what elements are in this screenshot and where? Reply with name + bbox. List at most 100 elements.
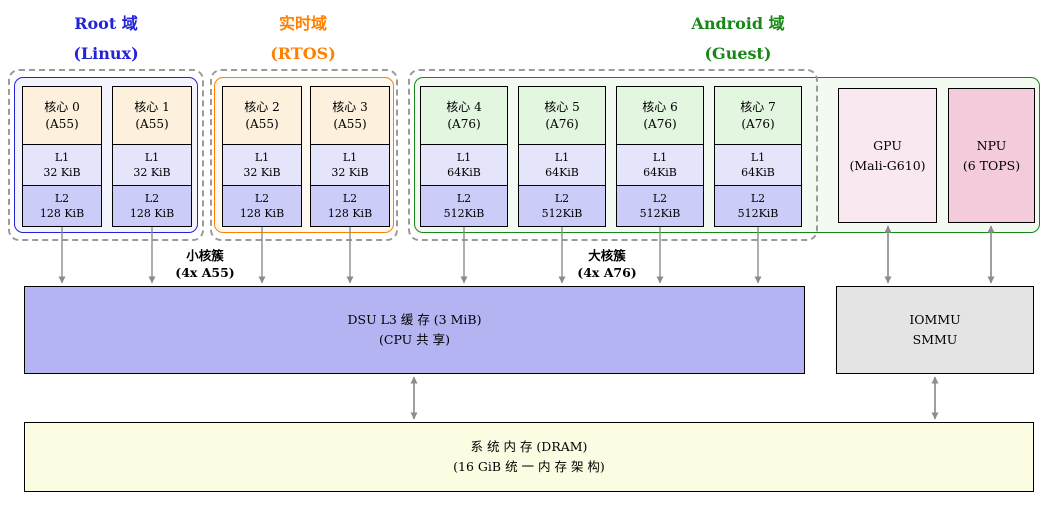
core-0-l2-box: L2 128 KiB — [22, 185, 102, 227]
core-4-l1-size: 64KiB — [447, 166, 481, 179]
core-0-l2-size: 128 KiB — [39, 207, 85, 220]
core-3-l2-size: 128 KiB — [327, 207, 373, 220]
core-1-box: 核心 1 (A55) — [112, 86, 192, 145]
core-6-column: 核心 6 (A76) L1 64KiB L2 512KiB — [616, 86, 704, 227]
gpu-box: GPU (Mali-G610) — [838, 88, 937, 223]
core-7-arch: (A76) — [741, 116, 775, 131]
core-6-label: 核心 6 — [642, 99, 678, 114]
rtos-domain-title: 实时域 (RTOS) — [218, 9, 388, 69]
core-5-label: 核心 5 — [544, 99, 580, 114]
rtos-domain-dashed-boundary — [210, 69, 398, 241]
core-6-l1-box: L1 64KiB — [616, 144, 704, 186]
core-1-l2-size: 128 KiB — [129, 207, 175, 220]
core-0-l1-label: L1 — [54, 151, 70, 164]
core-3-arch: (A55) — [333, 116, 367, 131]
npu-box: NPU (6 TOPS) — [948, 88, 1035, 223]
core-3-l1-label: L1 — [342, 151, 358, 164]
core-5-box: 核心 5 (A76) — [518, 86, 606, 145]
core-1-l2-box: L2 128 KiB — [112, 185, 192, 227]
core-2-label: 核心 2 — [244, 99, 280, 114]
core-1-arch: (A55) — [135, 116, 169, 131]
core-5-l2-label: L2 — [554, 192, 570, 205]
core-0-l1-size: 32 KiB — [43, 166, 81, 179]
core-2-box: 核心 2 (A55) — [222, 86, 302, 145]
core-4-l1-label: L1 — [456, 151, 472, 164]
core-5-column: 核心 5 (A76) L1 64KiB L2 512KiB — [518, 86, 606, 227]
core-4-l2-box: L2 512KiB — [420, 185, 508, 227]
little-cluster-label-line2: (4x A55) — [175, 265, 235, 280]
rtos-domain-title-line1: 实时域 — [278, 14, 327, 33]
core-7-l1-label: L1 — [750, 151, 766, 164]
core-6-l2-box: L2 512KiB — [616, 185, 704, 227]
l3-cache-box: DSU L3 缓 存 (3 MiB) (CPU 共 享) — [24, 286, 805, 374]
iommu-label: IOMMU — [909, 312, 961, 327]
core-4-arch: (A76) — [447, 116, 481, 131]
core-2-arch: (A55) — [245, 116, 279, 131]
core-1-l1-label: L1 — [144, 151, 160, 164]
core-6-l1-label: L1 — [652, 151, 668, 164]
dram-label: 系 统 内 存 (DRAM) — [470, 439, 588, 454]
core-5-l2-box: L2 512KiB — [518, 185, 606, 227]
core-3-l1-box: L1 32 KiB — [310, 144, 390, 186]
core-2-l1-size: 32 KiB — [243, 166, 281, 179]
core-0-column: 核心 0 (A55) L1 32 KiB L2 128 KiB — [22, 86, 102, 227]
root-domain-title-line1: Root 域 — [74, 14, 138, 33]
iommu-box: IOMMU SMMU — [836, 286, 1034, 374]
android-domain-title-line1: Android 域 — [691, 14, 785, 33]
core-3-l2-label: L2 — [342, 192, 358, 205]
android-domain-title: Android 域 (Guest) — [653, 9, 823, 69]
core-0-l2-label: L2 — [54, 192, 70, 205]
core-1-label: 核心 1 — [134, 99, 170, 114]
big-cluster-label: 大核簇 (4x A76) — [542, 247, 672, 281]
core-6-box: 核心 6 (A76) — [616, 86, 704, 145]
core-7-l2-size: 512KiB — [737, 207, 779, 220]
core-7-l1-size: 64KiB — [741, 166, 775, 179]
gpu-model: (Mali-G610) — [849, 157, 926, 173]
big-cluster-label-line1: 大核簇 — [588, 248, 626, 263]
core-1-l1-size: 32 KiB — [133, 166, 171, 179]
l3-cache-sublabel: (CPU 共 享) — [379, 332, 450, 347]
npu-label: NPU — [976, 137, 1007, 153]
root-domain-title-line2: (Linux) — [73, 44, 139, 63]
core-5-l1-size: 64KiB — [545, 166, 579, 179]
core-1-column: 核心 1 (A55) L1 32 KiB L2 128 KiB — [112, 86, 192, 227]
core-6-l1-size: 64KiB — [643, 166, 677, 179]
core-0-arch: (A55) — [45, 116, 79, 131]
core-7-label: 核心 7 — [740, 99, 776, 114]
core-7-box: 核心 7 (A76) — [714, 86, 802, 145]
core-5-l2-size: 512KiB — [541, 207, 583, 220]
big-cluster-label-line2: (4x A76) — [577, 265, 637, 280]
core-6-l2-label: L2 — [652, 192, 668, 205]
core-4-l2-label: L2 — [456, 192, 472, 205]
root-domain-title: Root 域 (Linux) — [21, 9, 191, 69]
core-4-l1-box: L1 64KiB — [420, 144, 508, 186]
npu-perf: (6 TOPS) — [962, 157, 1021, 173]
core-4-column: 核心 4 (A76) L1 64KiB L2 512KiB — [420, 86, 508, 227]
core-0-box: 核心 0 (A55) — [22, 86, 102, 145]
core-7-l2-box: L2 512KiB — [714, 185, 802, 227]
core-3-label: 核心 3 — [332, 99, 368, 114]
dram-box: 系 统 内 存 (DRAM) (16 GiB 统 一 内 存 架 构) — [24, 422, 1034, 492]
core-3-l2-box: L2 128 KiB — [310, 185, 390, 227]
core-0-label: 核心 0 — [44, 99, 80, 114]
gpu-label: GPU — [873, 137, 902, 153]
core-2-column: 核心 2 (A55) L1 32 KiB L2 128 KiB — [222, 86, 302, 227]
root-domain-dashed-boundary — [8, 69, 204, 241]
core-5-l1-label: L1 — [554, 151, 570, 164]
core-5-l1-box: L1 64KiB — [518, 144, 606, 186]
core-7-column: 核心 7 (A76) L1 64KiB L2 512KiB — [714, 86, 802, 227]
core-4-box: 核心 4 (A76) — [420, 86, 508, 145]
core-2-l1-box: L1 32 KiB — [222, 144, 302, 186]
l3-cache-label: DSU L3 缓 存 (3 MiB) — [347, 312, 482, 327]
android-domain-dashed-boundary — [408, 69, 818, 241]
core-5-arch: (A76) — [545, 116, 579, 131]
core-2-l2-label: L2 — [254, 192, 270, 205]
core-6-l2-size: 512KiB — [639, 207, 681, 220]
rtos-domain-title-line2: (RTOS) — [270, 44, 336, 63]
core-1-l2-label: L2 — [144, 192, 160, 205]
core-2-l2-size: 128 KiB — [239, 207, 285, 220]
core-0-l1-box: L1 32 KiB — [22, 144, 102, 186]
core-3-l1-size: 32 KiB — [331, 166, 369, 179]
core-1-l1-box: L1 32 KiB — [112, 144, 192, 186]
core-7-l2-label: L2 — [750, 192, 766, 205]
